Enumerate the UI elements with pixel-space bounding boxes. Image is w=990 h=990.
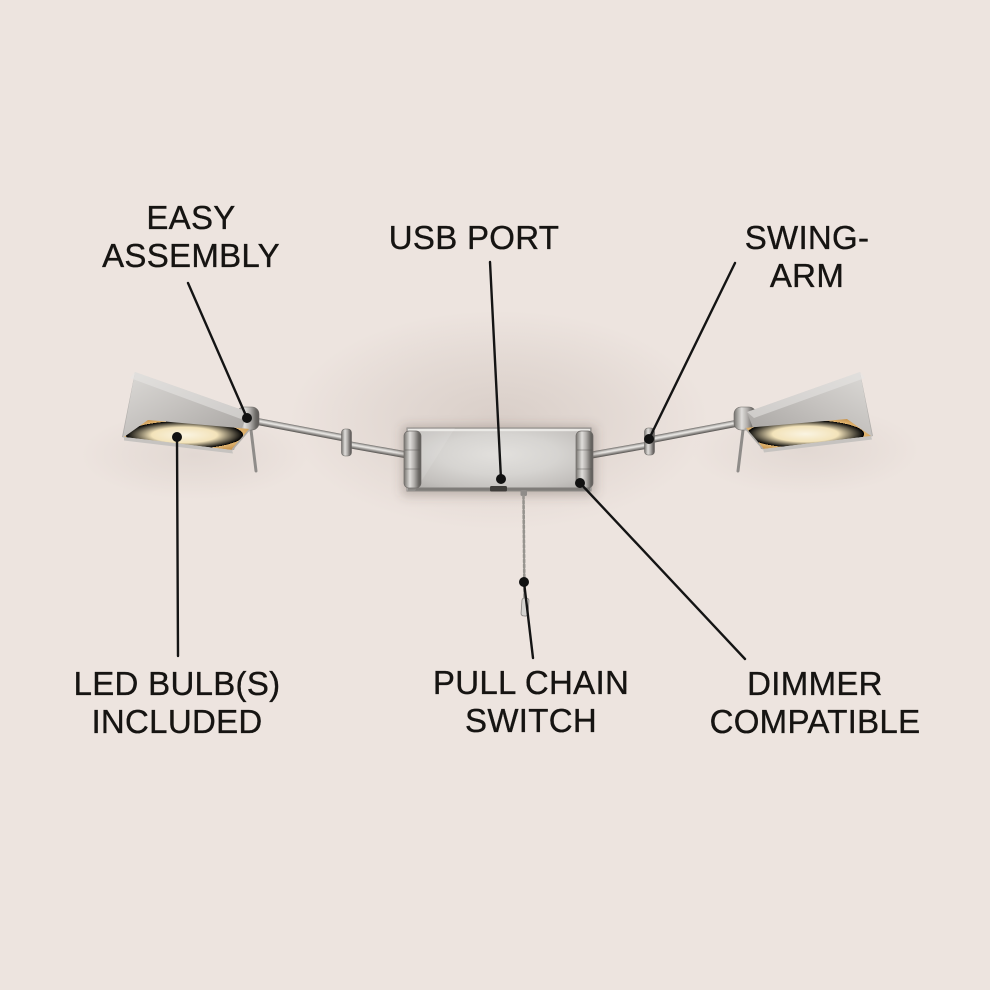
label-usb-port: USB PORT	[388, 219, 560, 256]
dot-usb-port	[496, 474, 506, 484]
label-dimmer-compatible: DIMMER COMPATIBLE	[709, 665, 921, 740]
dot-swing-arm	[644, 434, 654, 444]
left-plate-hinge	[403, 430, 422, 489]
left-shade-glow	[124, 420, 250, 450]
callout-dots	[172, 413, 654, 587]
dot-led-bulbs	[172, 432, 182, 442]
chain-connector	[520, 490, 527, 496]
left-shade-sheen	[130, 372, 248, 419]
left-shade-rim	[124, 437, 233, 454]
dot-easy-assembly	[242, 413, 252, 423]
label-swing-arm: SWING-ARM	[744, 219, 870, 294]
leader-swing-arm	[647, 261, 737, 441]
left-swing-arm	[249, 416, 415, 460]
label-led-bulbs-included: LED BULB(S) INCLUDED	[73, 665, 281, 740]
label-pull-chain-switch: PULL CHAIN SWITCH	[432, 664, 630, 739]
right-adjust-rod	[736, 428, 745, 473]
left-elbow-pin	[341, 428, 352, 457]
leader-pull-chain	[522, 580, 535, 660]
leader-led-bulbs	[175, 435, 180, 658]
usb-port-slot	[490, 486, 507, 492]
left-lamp-head	[122, 372, 260, 473]
dot-dimmer	[575, 478, 585, 488]
right-lamp-head	[733, 372, 873, 473]
leader-easy-assembly	[186, 281, 249, 420]
leader-dimmer	[578, 481, 747, 661]
right-shade-sheen	[747, 372, 865, 418]
leader-lines	[175, 260, 747, 661]
left-adjust-rod	[249, 428, 258, 473]
right-shade-glow	[745, 419, 871, 449]
leader-usb-port	[488, 260, 503, 481]
dot-pull-chain	[519, 577, 529, 587]
right-shade-rim	[763, 436, 872, 453]
label-easy-assembly: EASY ASSEMBLY	[102, 199, 280, 274]
